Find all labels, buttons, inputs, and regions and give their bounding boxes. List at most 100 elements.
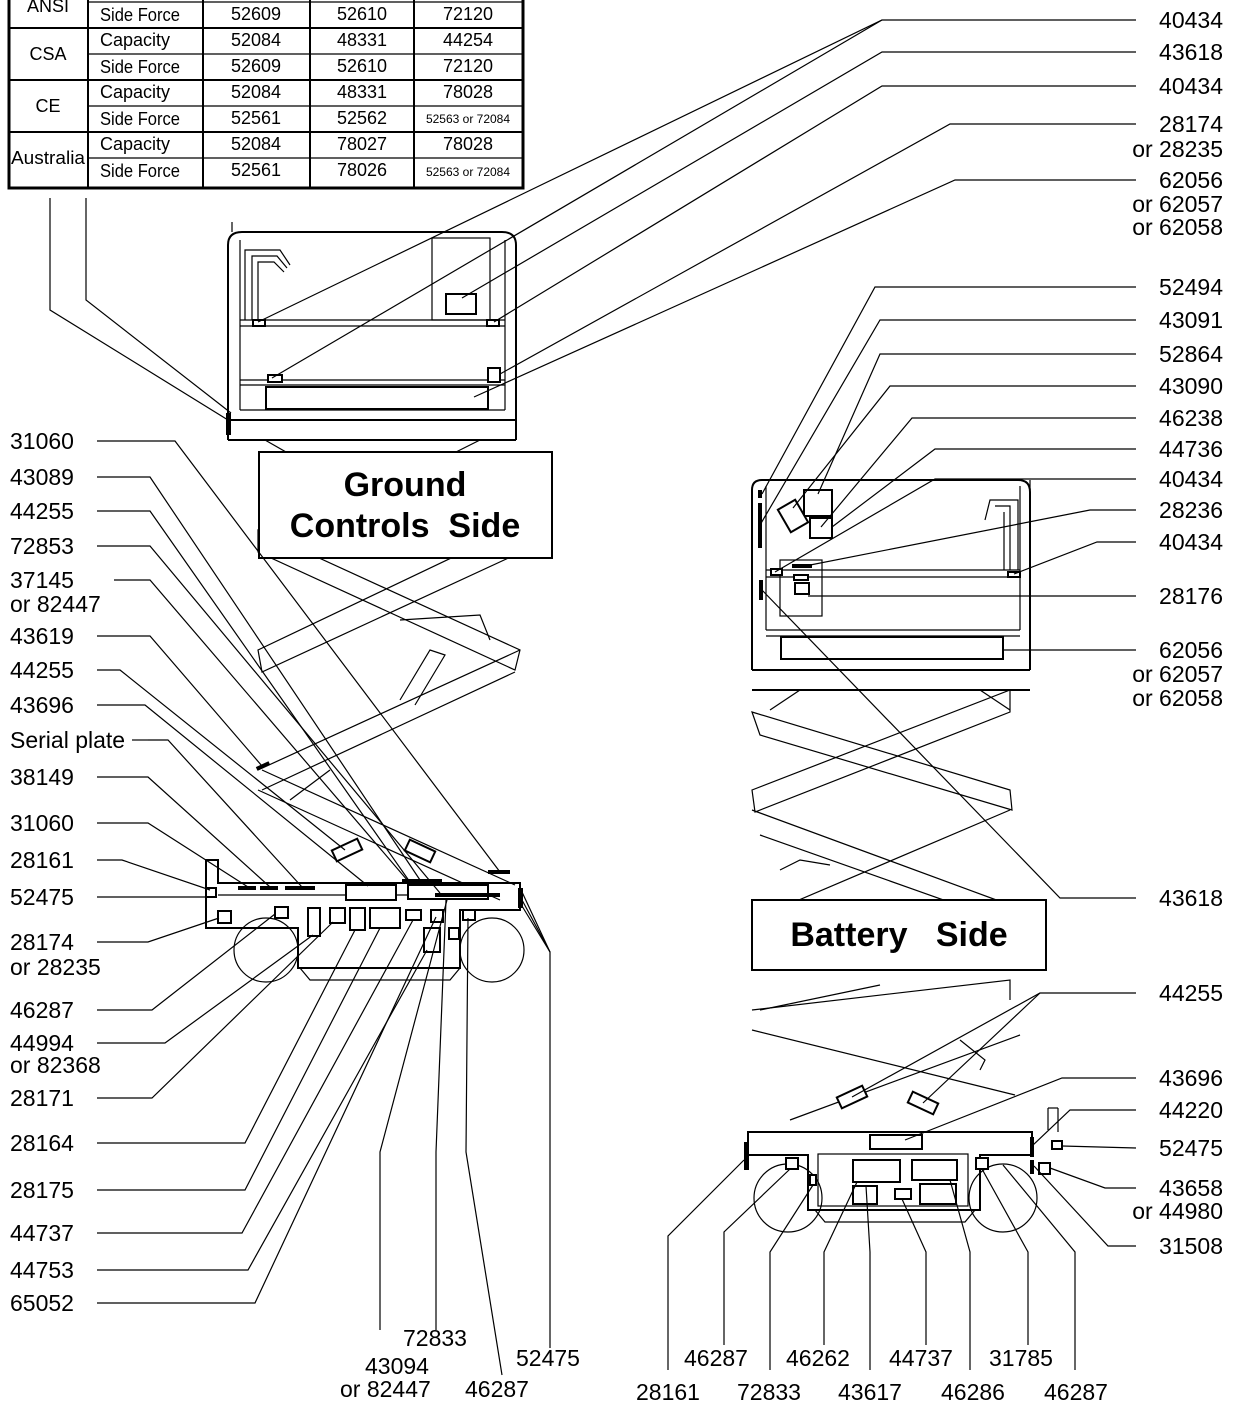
part-label: 52475 xyxy=(516,1345,580,1371)
part-label: 28174 xyxy=(1159,111,1223,137)
part-label: 43696 xyxy=(1159,1065,1223,1091)
part-label: 44737 xyxy=(10,1220,74,1246)
part-label: 43094 xyxy=(365,1353,429,1379)
part-label: 72833 xyxy=(403,1325,467,1351)
part-label: or 62057 xyxy=(1132,191,1223,217)
part-label: 28164 xyxy=(10,1130,74,1156)
part-label: or 82368 xyxy=(10,1052,101,1078)
part-label: 44255 xyxy=(10,498,74,524)
ground-side-title: Controls Side xyxy=(290,507,520,545)
part-label: 40434 xyxy=(1159,73,1223,99)
part-label: 40434 xyxy=(1159,466,1223,492)
part-label: or 62058 xyxy=(1132,685,1223,711)
table-cell: 52609 xyxy=(231,56,281,76)
table-cell: 52084 xyxy=(231,30,281,50)
part-label: 52475 xyxy=(10,884,74,910)
table-region: Australia xyxy=(11,148,86,168)
leader-lines xyxy=(49,19,1137,1376)
part-label: 62056 xyxy=(1159,167,1223,193)
part-label: 52864 xyxy=(1159,341,1223,367)
part-label: 40434 xyxy=(1159,529,1223,555)
battery-side-bottom-labels: 46287 46262 44737 31785 28161 72833 4361… xyxy=(636,1345,1108,1405)
part-label: 28174 xyxy=(10,929,74,955)
table-cell: 52084 xyxy=(231,134,281,154)
part-label: or 44980 xyxy=(1132,1198,1223,1224)
table-region: CSA xyxy=(29,44,66,64)
table-cell: 78027 xyxy=(337,134,387,154)
part-label: 62056 xyxy=(1159,637,1223,663)
table-cell: 52561 xyxy=(231,160,281,180)
part-label: 46287 xyxy=(684,1345,748,1371)
table-type: Side Force xyxy=(100,57,180,77)
part-label: 31785 xyxy=(989,1345,1053,1371)
part-label: 43618 xyxy=(1159,885,1223,911)
table-cell: 52084 xyxy=(231,82,281,102)
part-label: 44753 xyxy=(10,1257,74,1283)
part-label: 28175 xyxy=(10,1177,74,1203)
table-region: CE xyxy=(35,96,60,116)
table-cell: 52562 xyxy=(337,108,387,128)
table-cell: 52609 xyxy=(231,4,281,24)
part-label: 44994 xyxy=(10,1030,74,1056)
part-label: or 28235 xyxy=(1132,136,1223,162)
part-label: 52475 xyxy=(1159,1135,1223,1161)
part-label: 37145 xyxy=(10,567,74,593)
table-type: Capacity xyxy=(100,30,170,50)
part-label: 43089 xyxy=(10,464,74,490)
part-label: 43617 xyxy=(838,1379,902,1405)
battery-side-right-labels: 52494 43091 52864 43090 46238 44736 4043… xyxy=(1132,274,1223,1259)
part-label: 46286 xyxy=(941,1379,1005,1405)
part-label: or 62058 xyxy=(1132,214,1223,240)
table-cell: 44254 xyxy=(443,30,493,50)
part-label: 44255 xyxy=(10,657,74,683)
part-label: or 82447 xyxy=(10,591,101,617)
table-cell: 78028 xyxy=(443,82,493,102)
part-label: 28171 xyxy=(10,1085,74,1111)
ground-side-bottom-labels: 43094 or 82447 72833 46287 52475 xyxy=(340,1325,580,1402)
part-label: 46287 xyxy=(10,997,74,1023)
part-label: 72833 xyxy=(737,1379,801,1405)
part-label: 38149 xyxy=(10,764,74,790)
part-label: 43658 xyxy=(1159,1175,1223,1201)
table-cell: 52610 xyxy=(337,4,387,24)
part-label: 28176 xyxy=(1159,583,1223,609)
table-type: Capacity xyxy=(100,82,170,102)
table-cell: 52563 or 72084 xyxy=(426,165,510,179)
ground-side-left-labels: 31060 43089 44255 72853 37145 or 82447 4… xyxy=(10,428,125,1316)
part-label: 46287 xyxy=(1044,1379,1108,1405)
table-cell: 78026 xyxy=(337,160,387,180)
part-label: 43090 xyxy=(1159,373,1223,399)
part-label: Serial plate xyxy=(10,727,125,753)
part-label: 46238 xyxy=(1159,405,1223,431)
part-label: 52494 xyxy=(1159,274,1223,300)
ground-side-right-labels: 40434 43618 40434 28174 or 28235 62056 o… xyxy=(1132,7,1223,240)
table-cell: 72120 xyxy=(443,4,493,24)
table-cell: 72120 xyxy=(443,56,493,76)
table-cell: 52561 xyxy=(231,108,281,128)
part-label: 28161 xyxy=(10,847,74,873)
table-type: Side Force xyxy=(100,109,180,129)
part-label: 40434 xyxy=(1159,7,1223,33)
table-region: ANSI xyxy=(27,0,69,16)
part-label: or 28235 xyxy=(10,954,101,980)
part-label: 44220 xyxy=(1159,1097,1223,1123)
table-type: Side Force xyxy=(100,161,180,181)
part-label: 43619 xyxy=(10,623,74,649)
part-label: 28161 xyxy=(636,1379,700,1405)
part-label: 44737 xyxy=(889,1345,953,1371)
part-label: or 82447 xyxy=(340,1376,431,1402)
part-label: 65052 xyxy=(10,1290,74,1316)
part-label: 31060 xyxy=(10,810,74,836)
table-cell: 48331 xyxy=(337,30,387,50)
part-label: 31508 xyxy=(1159,1233,1223,1259)
table-cell: 52610 xyxy=(337,56,387,76)
part-label: 46287 xyxy=(465,1376,529,1402)
part-label: 28236 xyxy=(1159,497,1223,523)
part-label: 44736 xyxy=(1159,436,1223,462)
part-label: 43091 xyxy=(1159,307,1223,333)
table-type: Capacity xyxy=(100,134,170,154)
battery-side-machine: Battery Side xyxy=(744,479,1063,1233)
part-label: 43618 xyxy=(1159,39,1223,65)
part-label: 72853 xyxy=(10,533,74,559)
